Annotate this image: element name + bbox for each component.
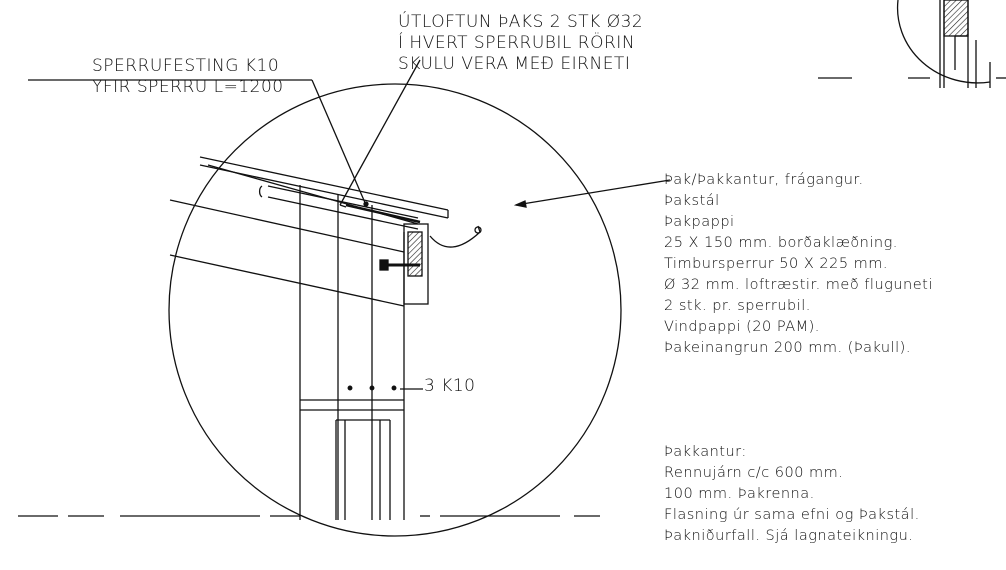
ventilation-line-1: ÚTLOFTUN ÞAKS 2 STK Ø32 [398,12,644,32]
roof-spec-line: Ø 32 mm. loftræstir. með fluguneti [664,277,933,293]
roof-spec-notes: Þak/Þakkantur, frágangur. Þakstál Þakpap… [664,170,933,359]
eaves-spec-line: Þakkantur: [664,444,747,460]
rafter-fix-line-1: SPERRUFESTING K10 [92,56,280,76]
eaves-spec-line: Rennujárn c/c 600 mm. [664,465,844,481]
gutter-icon [429,225,481,248]
roof-spec-line: Þakstál [664,193,720,209]
roof-spec-line: Vindpappi (20 PAM). [664,319,820,335]
eaves-spec-line: Flasning úr sama efni og Þakstál. [664,507,920,523]
ventilation-label: ÚTLOFTUN ÞAKS 2 STK Ø32 Í HVERT SPERRUBI… [398,12,643,75]
rafter-fix-line-2: YFIR SPERRU L=1200 [92,77,284,97]
rafter-fix-label: SPERRUFESTING K10 YFIR SPERRU L=1200 [92,56,284,98]
roof-spec-line: Þakeinangrun 200 mm. (Þakull). [664,340,911,356]
detail-circle [168,83,622,537]
roof-assembly [169,156,482,307]
roof-spec-line: 2 stk. pr. sperrubil. [664,298,811,314]
roof-spec-line: Þakpappi [664,214,735,230]
ventilation-leader [339,59,421,206]
ventilation-line-2: Í HVERT SPERRUBIL RÖRIN [398,33,636,53]
ventilation-line-3: SKULU VERA MEÐ EIRNETI [398,54,631,74]
roof-spec-line: Timbursperrur 50 X 225 mm. [664,256,889,272]
roof-spec-line: 25 X 150 mm. borðaklæðning. [664,235,898,251]
eaves-spec-line: Þakniðurfall. Sjá lagnateikningu. [664,528,914,544]
roof-spec-line: Þak/Þakkantur, frágangur. [664,172,864,188]
eaves-spec-notes: Þakkantur: Rennujárn c/c 600 mm. 100 mm.… [664,442,920,547]
nail-callout: 3 K10 [424,376,476,396]
eaves-spec-line: 100 mm. Þakrenna. [664,486,815,502]
notes-leader [515,179,671,206]
wall-section [299,185,423,520]
corner-detail [818,0,1006,88]
